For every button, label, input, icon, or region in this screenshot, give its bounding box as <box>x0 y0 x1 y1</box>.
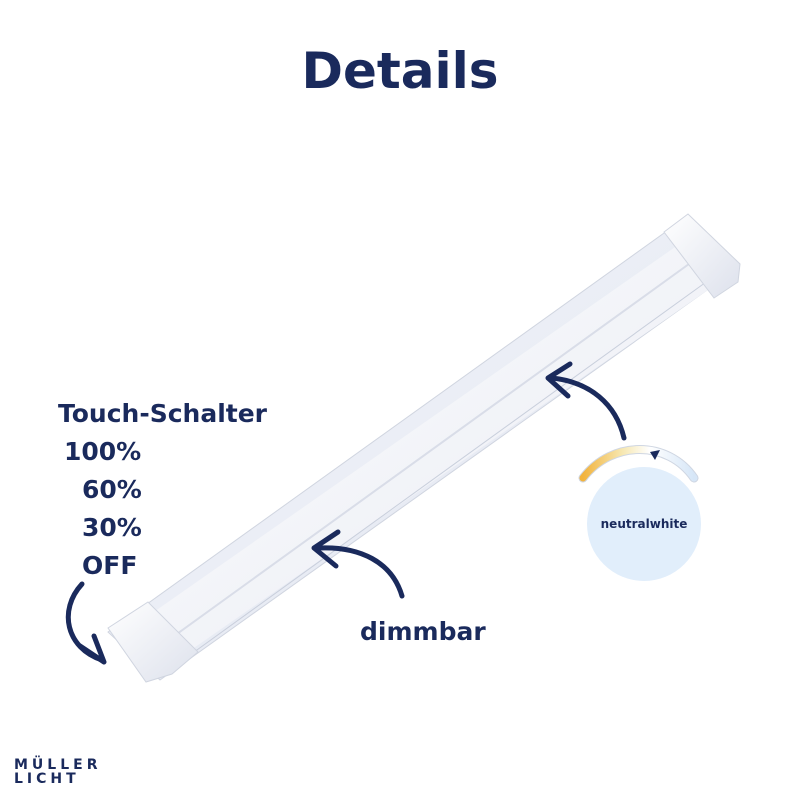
scale-marker-icon <box>650 450 660 460</box>
touch-switch-arrow <box>65 581 107 665</box>
level-30: 30% <box>82 513 142 542</box>
touch-switch-label: Touch-Schalter <box>58 399 267 428</box>
brand-line-1: MÜLLER <box>14 757 102 773</box>
level-100: 100% <box>64 437 142 466</box>
color-temperature-circle <box>587 467 701 581</box>
level-off: OFF <box>82 551 138 580</box>
end-cap-top <box>663 213 741 299</box>
dimmable-label: dimmbar <box>360 617 486 646</box>
brand-logo: MÜLLER LICHT <box>14 758 102 786</box>
brand-line-2: LICHT <box>14 771 80 787</box>
page-title: Details <box>301 42 499 100</box>
level-60: 60% <box>82 475 142 504</box>
light-bar-body <box>107 217 739 681</box>
end-cap-bottom <box>107 601 199 683</box>
color-temperature-arrow <box>545 361 627 441</box>
dimmable-arrow <box>311 529 405 599</box>
color-temperature-label: neutralwhite <box>600 517 688 531</box>
